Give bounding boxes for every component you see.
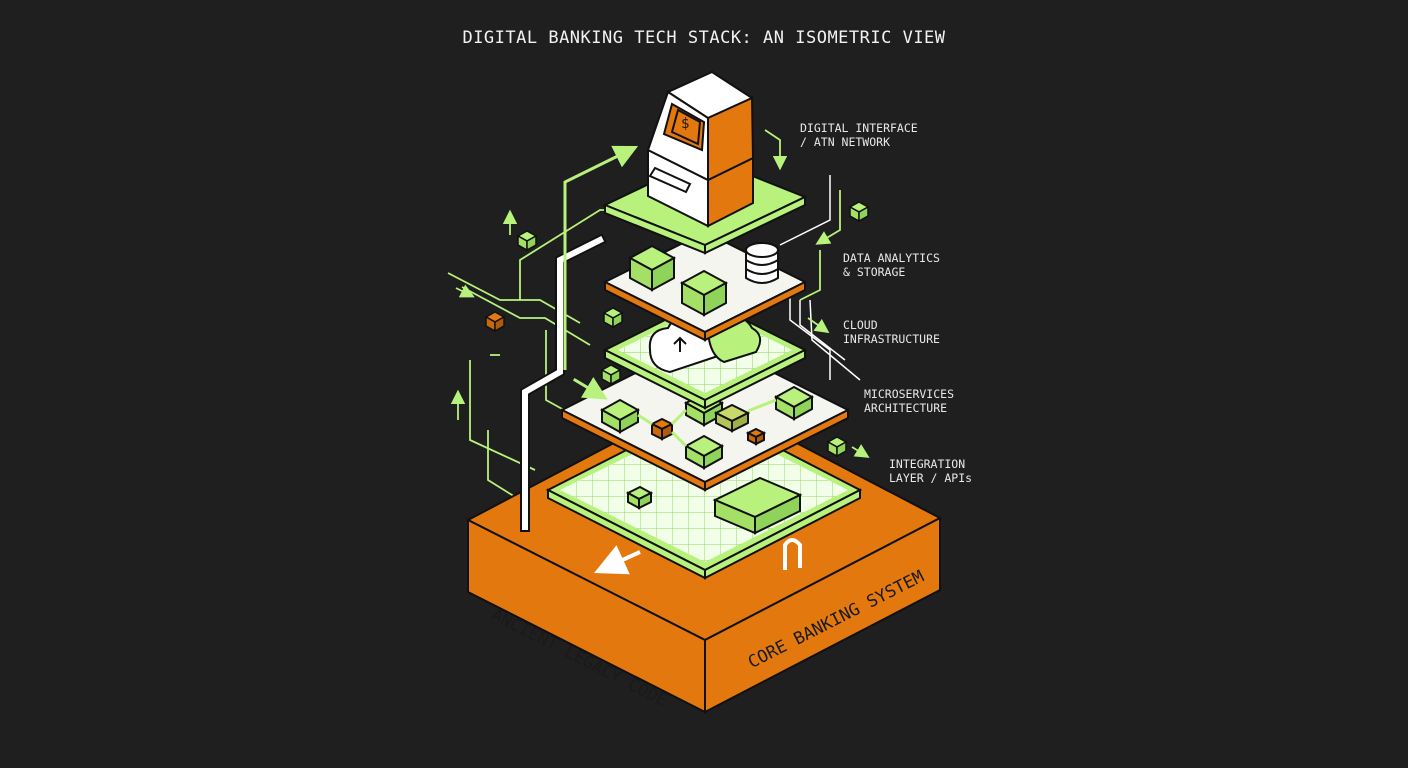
label-digital-interface: DIGITAL INTERFACE / ATN NETWORK: [800, 121, 918, 149]
diagram-title: DIGITAL BANKING TECH STACK: AN ISOMETRIC…: [462, 28, 946, 48]
data-pipe: [520, 233, 608, 532]
green-upload-arrow: [563, 145, 639, 370]
label-integration: INTEGRATION LAYER / APIs: [889, 457, 973, 485]
core-banking-base-block: [465, 393, 943, 714]
label-data-analytics: DATA ANALYTICS & STORAGE: [843, 251, 940, 279]
database-cylinder: [745, 242, 779, 284]
atm-dollar-symbol: $: [681, 116, 690, 132]
integration-small-box: [625, 485, 654, 510]
circuit-traces-right: [779, 175, 861, 381]
api-gateway-box: [712, 476, 803, 535]
legacy-output-arrows: [594, 538, 802, 575]
microservice-links: [637, 398, 777, 448]
microservice-nodes: [599, 385, 815, 470]
label-cloud-infrastructure: CLOUD INFRASTRUCTURE: [843, 318, 940, 346]
atm-machine: [646, 70, 755, 228]
server-boxes: [627, 244, 729, 317]
label-microservices: MICROSERVICES ARCHITECTURE: [864, 387, 955, 415]
circuit-arrows-right: [764, 129, 870, 458]
floating-cubes: [484, 201, 870, 458]
